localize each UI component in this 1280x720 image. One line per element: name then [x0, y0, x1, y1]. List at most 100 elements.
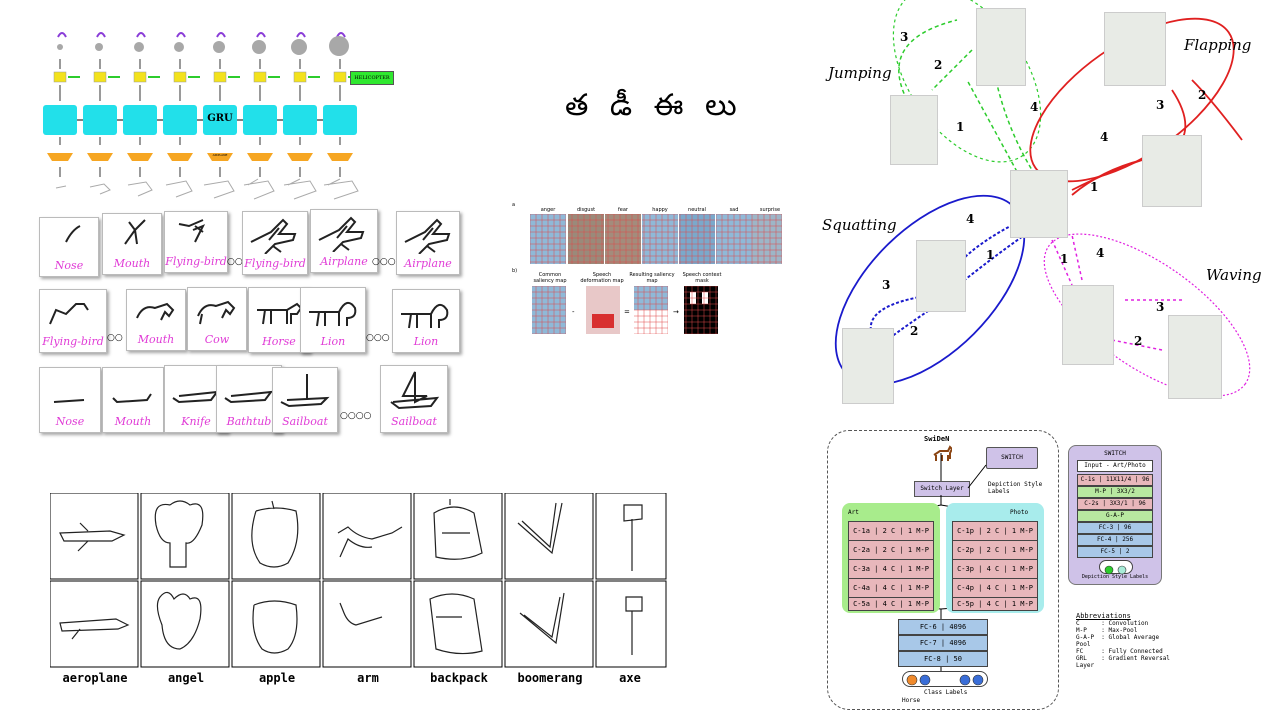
card-caption: Lion	[413, 335, 439, 348]
edge-number: 1	[1060, 252, 1069, 266]
map-label: Speech context mask	[682, 272, 722, 284]
horse-icon	[933, 445, 952, 461]
switch-layer-box: Switch Layer	[914, 481, 970, 497]
emotion-label: anger	[540, 207, 556, 213]
ellipsis: ○○○○	[340, 411, 372, 421]
gru-label: GRU	[207, 113, 233, 124]
sketch-image	[172, 390, 220, 404]
switch-layer: FC-5 | 2	[1077, 546, 1153, 558]
action-label-jumping: Jumping	[828, 64, 892, 82]
person-image	[1062, 285, 1114, 365]
swiden-diagram: SwiDeN SWITCH Switch Layer Depiction Sty…	[827, 430, 1059, 710]
person-image	[1142, 135, 1202, 207]
card-caption: Flying-bird	[244, 257, 306, 270]
photo-layer: C-4p | 4 C | 1 M-P	[952, 578, 1038, 598]
sketch-card: Flying-bird	[39, 289, 107, 353]
card-caption: Cow	[204, 333, 230, 346]
card-caption: Flying-bird	[165, 255, 227, 268]
card-caption: Sailboat	[282, 415, 328, 428]
swiden-title: SwiDeN	[924, 435, 950, 443]
sketch-card: Mouth	[126, 289, 186, 351]
photo-layer: C-2p | 2 C | 1 M-P	[952, 540, 1038, 560]
edge-number: 4	[1030, 100, 1039, 114]
fc-stack: FC-6 | 4096 FC-7 | 4096 FC-8 | 50	[898, 619, 988, 667]
switch-layer: FC-3 | 96	[1077, 522, 1153, 534]
abbr-title: Abbreviations	[1076, 612, 1131, 620]
art-layer: C-1a | 2 C | 1 M-P	[848, 521, 934, 541]
card-caption: Bathtub	[226, 415, 272, 428]
sketch-image	[401, 303, 449, 329]
abbr-item: G-A-P : Global Average Pool	[1076, 634, 1163, 648]
loop-icon	[296, 32, 306, 38]
class-tag-helicopter: HELICOPTER	[350, 71, 394, 85]
person-image	[976, 8, 1026, 86]
card-caption: Mouth	[114, 415, 152, 428]
emotion-label: happy	[652, 207, 668, 213]
switch-layer: C-2s | 3X3/1 | 96	[1077, 498, 1153, 510]
ellipsis: ○○○	[372, 257, 396, 267]
switch-layer: M-P | 3X3/2	[1077, 486, 1153, 498]
art-branch: Art C-1a | 2 C | 1 M-P C-2a | 2 C | 1 M-…	[842, 503, 940, 613]
art-label: Art	[848, 509, 859, 516]
art-layer: C-2a | 2 C | 1 M-P	[848, 540, 934, 560]
map-label: Speech deformation map	[580, 272, 624, 284]
sketch-card: Horse	[248, 287, 310, 353]
photo-layer: C-3p | 4 C | 1 M-P	[952, 559, 1038, 579]
class-label: angel	[167, 671, 205, 685]
sketch-image	[112, 393, 152, 404]
sketch-image	[280, 374, 330, 408]
class-label-circles	[902, 671, 988, 687]
person-image	[842, 328, 894, 404]
class-label: axe	[619, 671, 641, 685]
class-circles	[906, 674, 984, 686]
card-caption: Nose	[55, 415, 85, 428]
fc-layer: FC-6 | 4096	[898, 619, 988, 635]
art-layer: C-5a | 4 C | 1 M-P	[848, 597, 934, 611]
class-label: backpack	[430, 671, 488, 685]
action-label-waving: Waving	[1206, 266, 1262, 284]
card-caption: Airplane	[320, 255, 368, 268]
sketch-card: Nose	[39, 217, 99, 277]
sketch-card: Airplane	[310, 209, 378, 273]
sketch-card: Lion	[300, 287, 366, 353]
edge-number: 4	[1096, 246, 1105, 260]
action-graph: Jumping Flapping Squatting Waving 3 2 1 …	[812, 0, 1280, 415]
action-label-squatting: Squatting	[822, 216, 897, 234]
action-label-flapping: Flapping	[1184, 36, 1252, 54]
svg-text:-: -	[572, 308, 575, 316]
sketch-image	[197, 300, 236, 325]
sketch-image	[390, 371, 440, 410]
sketch-image	[136, 302, 175, 321]
loop-icon	[336, 32, 346, 38]
switch-input: Input - Art/Photo	[1077, 460, 1153, 472]
loop-icon	[216, 32, 226, 38]
sketch-card: Bathtub	[216, 365, 282, 433]
ellipsis: ○○	[227, 257, 243, 267]
sketch-image	[53, 399, 85, 403]
photo-branch: Photo C-1p | 2 C | 1 M-P C-2p | 2 C | 1 …	[946, 503, 1044, 613]
switch-box: SWITCH	[986, 447, 1038, 469]
person-image	[890, 95, 938, 165]
panel-b-label: b)	[512, 268, 518, 274]
sketch-image	[404, 218, 451, 255]
sketch-image	[178, 219, 206, 243]
emotion-label: fear	[618, 207, 628, 213]
emotion-label: neutral	[688, 207, 706, 213]
svg-text:→: →	[673, 308, 679, 316]
sketch-image	[250, 218, 297, 255]
loop-icon	[57, 32, 67, 38]
abbr-item: GRL : Gradient Reversal Layer	[1076, 655, 1174, 669]
edge-number: 2	[1134, 334, 1143, 348]
photo-layer: C-1p | 2 C | 1 M-P	[952, 521, 1038, 541]
card-caption: Nose	[54, 259, 84, 272]
sketch-image	[65, 225, 81, 243]
photo-label: Photo	[1010, 509, 1029, 516]
fc-layer: FC-7 | 4096	[898, 635, 988, 651]
sketch-card: Sailboat	[380, 365, 448, 433]
sketch-image	[224, 390, 274, 404]
art-layer: C-4a | 4 C | 1 M-P	[848, 578, 934, 598]
card-caption: Lion	[320, 335, 346, 348]
ellipsis: ○○○	[366, 333, 390, 343]
panel-a-label: a	[512, 202, 516, 208]
loop-icon	[136, 32, 146, 38]
